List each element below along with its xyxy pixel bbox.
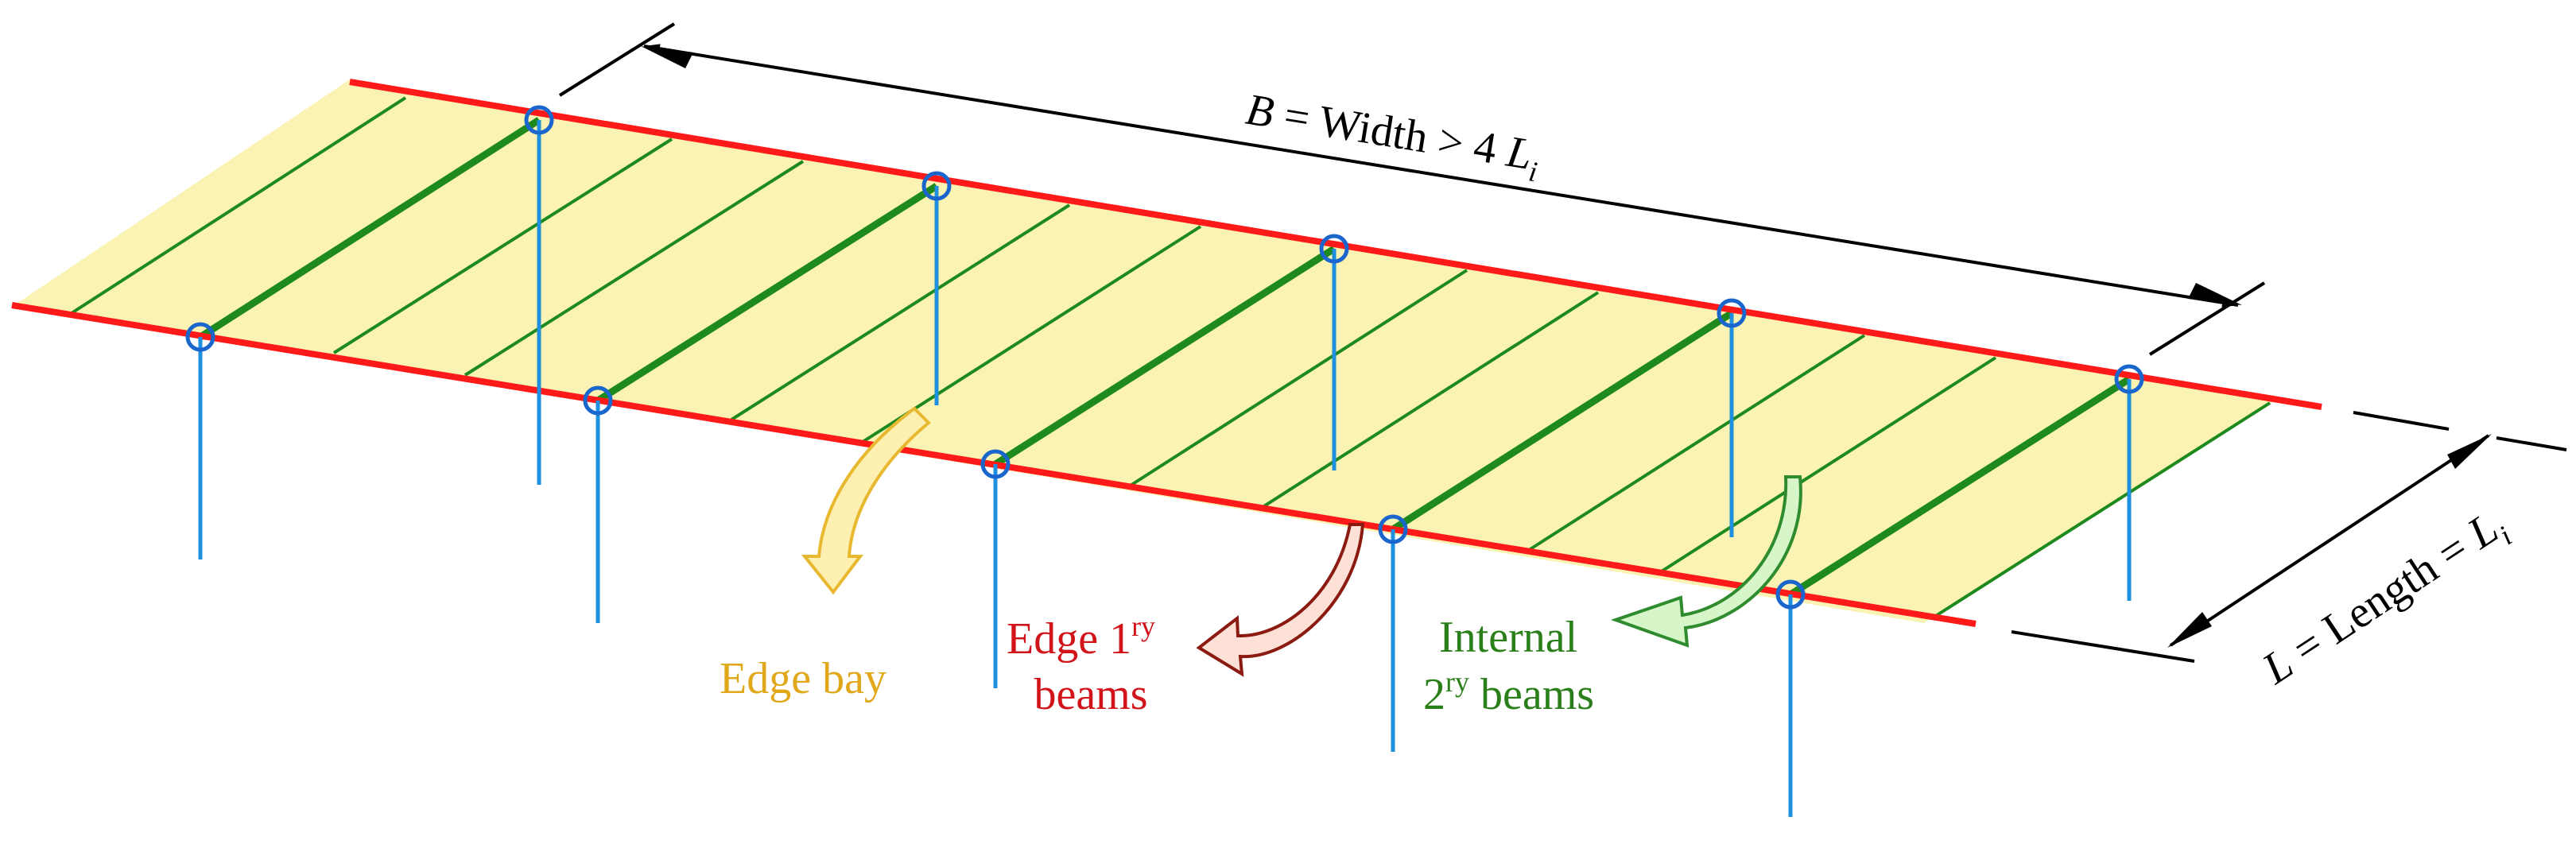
column-node (2114, 364, 2144, 394)
length-extension-top (2353, 411, 2450, 431)
primary-beam (198, 117, 541, 340)
length-extension-top-right (2496, 436, 2567, 451)
width-label: B = Width > 4 Li (1241, 85, 1543, 188)
edge-bay-label: Edge bay (720, 654, 886, 703)
internal-secondary-label: Internal (1439, 613, 1577, 662)
width-text: = Width > 4 (1270, 89, 1511, 176)
width-dimension (558, 22, 2266, 356)
column-node (583, 385, 613, 416)
secondary-beam (332, 137, 673, 354)
secondary-beam (1525, 334, 1866, 553)
secondary-beam (1259, 291, 1600, 510)
edge-primary-sup: ry (1131, 610, 1155, 642)
length-dimension (2011, 411, 2567, 663)
edge-primary-label: Edge 1ry (1007, 610, 1155, 664)
width-arrowhead-left (641, 46, 693, 68)
internal-secondary-label-line2: 2ry beams (1423, 666, 1594, 719)
internal-sup: ry (1445, 666, 1469, 698)
length-dimension-line (2169, 434, 2490, 647)
edge-primary-arrow (1196, 523, 1365, 677)
column-node (524, 105, 554, 135)
length-extension-bottom (2011, 630, 2195, 663)
width-dimension-line (643, 44, 2239, 308)
length-label: L = Length = Li (2253, 499, 2517, 700)
internal-secondary-arrow (1610, 475, 1802, 648)
width-extension-right (2148, 281, 2266, 356)
length-text: = Length = (2275, 517, 2486, 680)
column-node (185, 322, 215, 352)
secondary-beam (70, 96, 407, 315)
secondary-beam (1656, 356, 1997, 575)
width-arrowhead-right (2188, 283, 2242, 305)
width-extension-left (558, 22, 676, 97)
internal-line2b: beams (1469, 670, 1594, 719)
slab-area (14, 79, 2274, 623)
edge-primary-line1: Edge 1 (1007, 614, 1131, 664)
internal-line2: 2 (1423, 670, 1445, 719)
secondary-beam (1930, 401, 2271, 620)
length-arrowhead-top (2447, 434, 2492, 469)
edge-primary-label-line2: beams (1034, 670, 1147, 719)
length-arrowhead-bottom (2167, 612, 2212, 648)
edge-bay-arrow (801, 406, 931, 595)
column-node (980, 449, 1011, 479)
primary-beam (1788, 376, 2132, 598)
primary-beam (1391, 310, 1734, 532)
column-node (1775, 579, 1806, 610)
column-node (1378, 514, 1408, 544)
